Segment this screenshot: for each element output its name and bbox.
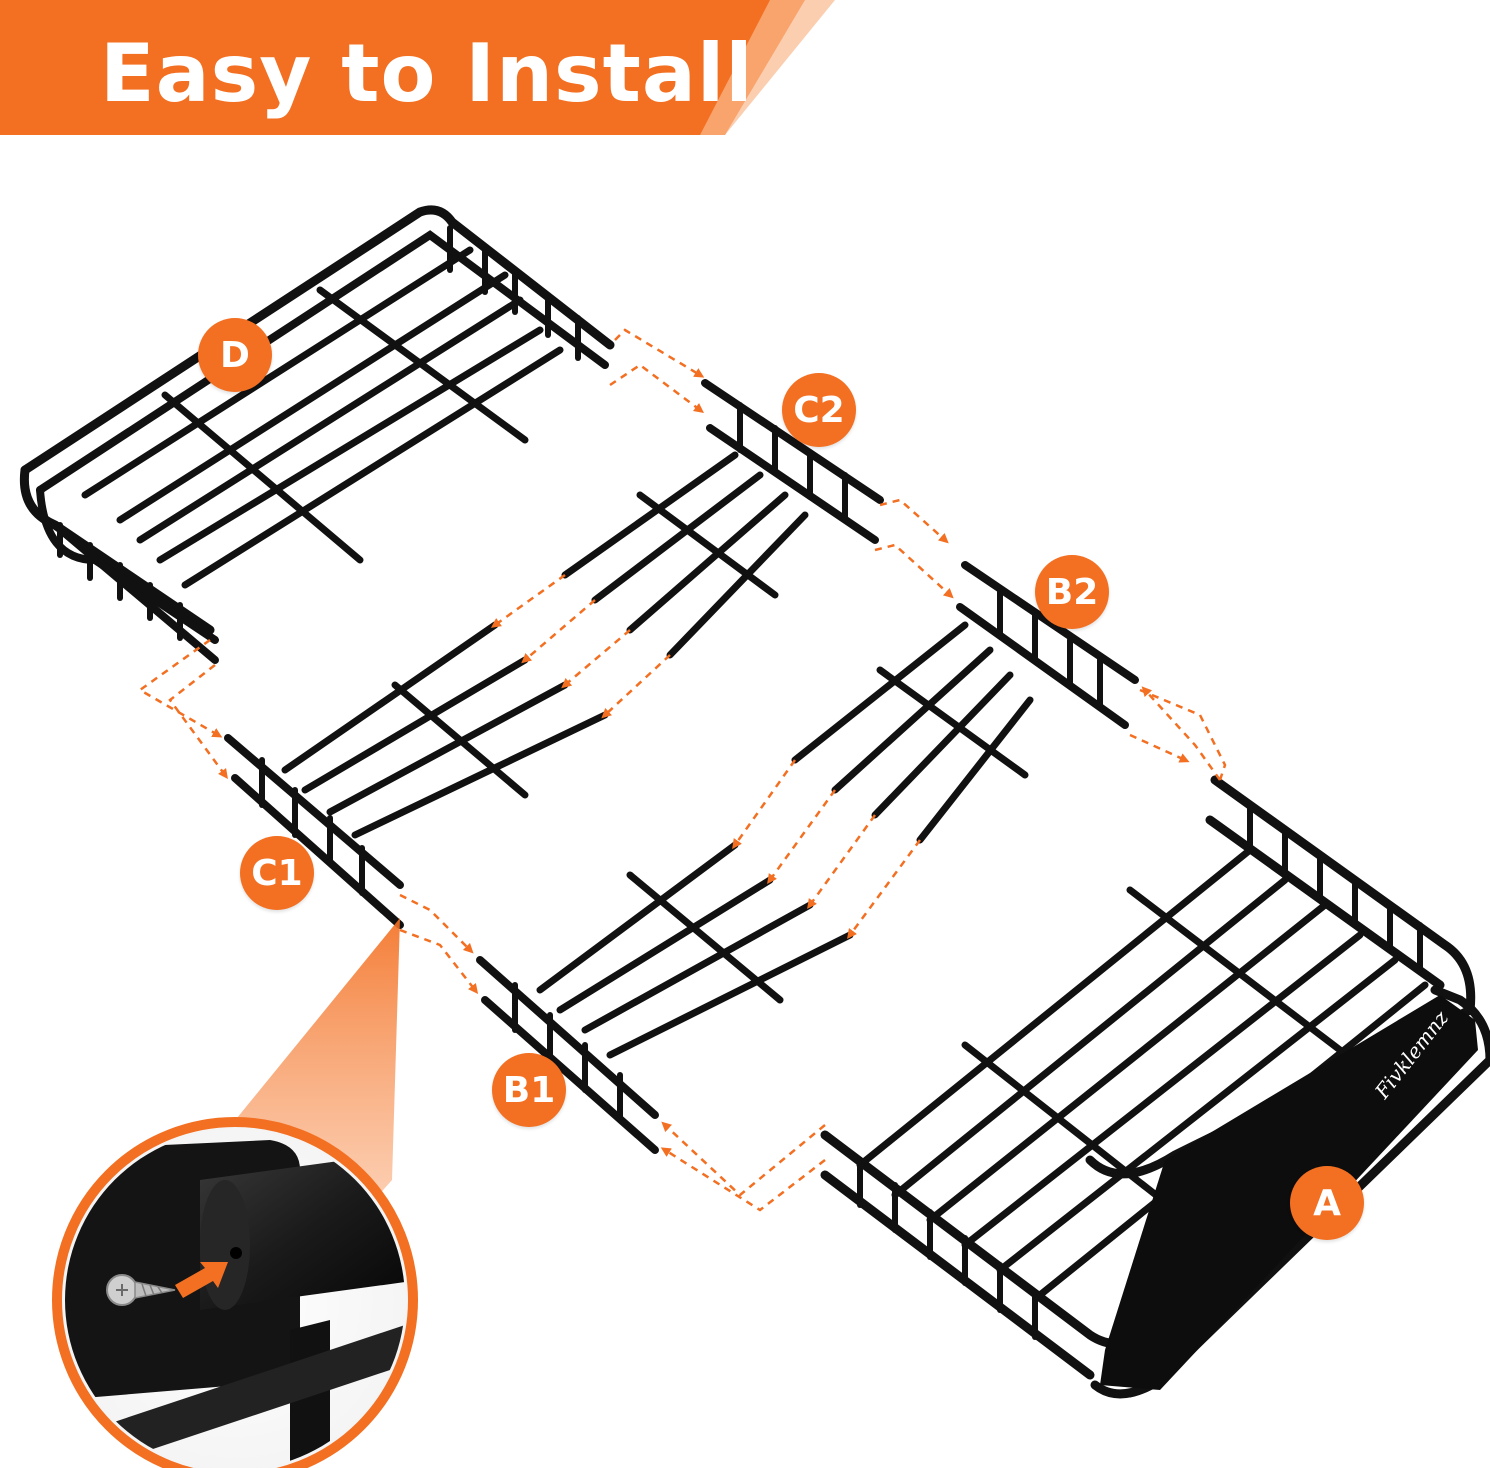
- wind-fairing: [1100, 995, 1478, 1390]
- part-label-b2: B2: [1035, 555, 1109, 629]
- arrow-icon: [175, 1262, 228, 1298]
- part-label-d: D: [198, 318, 272, 392]
- assembly-guides: [137, 328, 1227, 1212]
- part-label-b1: B1: [492, 1053, 566, 1127]
- part-label-c1: C1: [240, 836, 314, 910]
- screw-icon: [106, 1274, 176, 1306]
- part-b2-section: [791, 561, 1139, 844]
- part-c1-section: [224, 621, 609, 929]
- part-label-c2: C2: [782, 373, 856, 447]
- part-d-basket: [19, 205, 615, 664]
- part-c2-section: [561, 379, 884, 659]
- banner-title: Easy to Install: [100, 26, 754, 120]
- part-label-a: A: [1290, 1166, 1364, 1240]
- part-b1-section: [476, 841, 854, 1154]
- header-banner: [0, 0, 835, 135]
